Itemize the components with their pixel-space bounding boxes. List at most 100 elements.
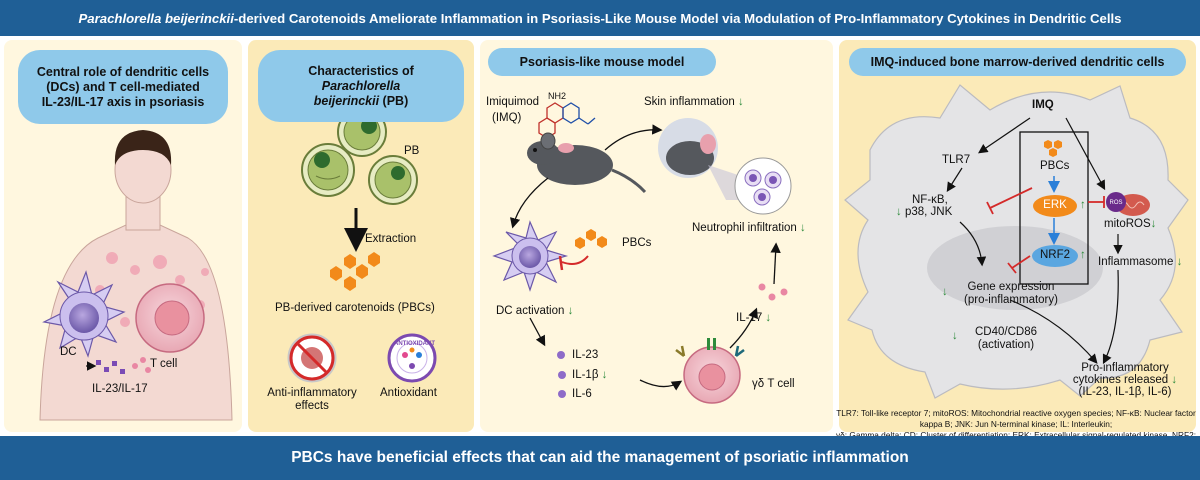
bmdc-cell-outline xyxy=(844,84,1189,399)
arrow-il17-to-neutrophil xyxy=(770,242,781,285)
inflammasome-down-arrow-icon: ↓ xyxy=(1176,256,1183,268)
released-line1: Pro-inflammatory xyxy=(1081,362,1169,374)
imiquimod-label: Imiquimod xyxy=(486,96,540,108)
gene-expression-text: Gene expression xyxy=(967,281,1055,293)
erk-node xyxy=(1033,195,1077,217)
antioxidant-label: Antioxidant xyxy=(380,387,437,399)
cytokine-dots-p3 xyxy=(557,351,566,398)
erk-up-arrow-icon: ↑ xyxy=(1080,199,1086,211)
il1b-label: IL-1β ↓ xyxy=(572,369,607,382)
gene-expression-label: Gene expression (pro-inflammatory) xyxy=(955,281,1067,307)
pro-inflammatory-text: (pro-inflammatory) xyxy=(964,294,1058,306)
imq-label-p4: IMQ xyxy=(1032,99,1054,111)
il17-label: IL-17 ↓ xyxy=(736,312,771,325)
nfkb-down-arrow-icon: ↓ xyxy=(896,206,905,218)
panel1-heading-line3: IL-23/IL-17 axis in psoriasis xyxy=(41,94,205,109)
cd40-text: CD40/CD86 xyxy=(975,326,1037,338)
extraction-label: Extraction xyxy=(365,233,417,245)
anti-inflammatory-line1: Anti-inflammatory xyxy=(267,387,357,399)
algae-cells xyxy=(301,107,418,205)
panel1-heading-line1: Central role of dendritic cells xyxy=(36,64,210,79)
released-line3: (IL-23, IL-1β, IL-6) xyxy=(1078,386,1172,398)
neutrophil-circle xyxy=(734,157,792,215)
antioxidant-badge xyxy=(387,333,437,383)
il17-text: IL-17 xyxy=(736,312,763,324)
mitoros-text: mitoROS xyxy=(1104,218,1151,230)
inflammasome-label: Inflammasome ↓ xyxy=(1098,256,1182,269)
ros-label: ROS xyxy=(1109,200,1123,206)
il23-label: IL-23 xyxy=(572,349,599,361)
dendritic-cell-p3 xyxy=(492,220,569,292)
released-down-arrow-icon: ↓ xyxy=(1171,374,1178,386)
carotenoid-hexagons-p4 xyxy=(1044,140,1062,157)
panel2-heading-species: Parachlorella xyxy=(321,78,401,93)
panel2-heading-abbr: (PB) xyxy=(379,93,409,108)
cd40-label: CD40/CD86 (activation) xyxy=(964,326,1048,352)
abbreviation-line1: TLR7: Toll-like receptor 7; mitoROS: Mit… xyxy=(836,408,1196,429)
anti-inflammatory-label: Anti-inflammatory effects xyxy=(266,387,358,413)
neutrophil-label: Neutrophil infiltration ↓ xyxy=(692,222,806,235)
footer-text: PBCs have beneficial effects that can ai… xyxy=(291,449,909,466)
title-text: -derived Carotenoids Ameliorate Inflamma… xyxy=(233,10,1122,26)
cytokine-dots-p1 xyxy=(86,357,151,374)
il1b-text: IL-1β xyxy=(572,369,599,381)
pb-label: PB xyxy=(404,145,420,157)
title-banner: Parachlorella beijerinckii-derived Carot… xyxy=(0,0,1200,36)
panel4-heading: IMQ-induced bone marrow-derived dendriti… xyxy=(849,48,1186,76)
panel2-heading: Characteristics of Parachlorella beijeri… xyxy=(258,50,464,122)
dc-activation-label: DC activation ↓ xyxy=(496,305,573,318)
nrf2-up-arrow-icon: ↑ xyxy=(1080,249,1086,261)
neutrophil-text: Neutrophil infiltration xyxy=(692,222,797,234)
antioxidant-badge-text: ANTIOXIDANT xyxy=(394,341,435,347)
ros-mitochondria xyxy=(1106,192,1150,216)
panel3-heading: Psoriasis-like mouse model xyxy=(488,48,716,76)
nfkb-text: NF-κB, xyxy=(912,194,948,206)
erk-label: ERK xyxy=(1043,199,1067,211)
il6-label: IL-6 xyxy=(572,388,592,400)
algae-cell-right xyxy=(368,155,418,205)
dc-down-arrow-icon: ↓ xyxy=(567,305,574,317)
panel-mouse-model xyxy=(480,40,833,432)
pbcs-label-p4: PBCs xyxy=(1040,160,1070,172)
pbcs-label-p3: PBCs xyxy=(622,237,652,249)
cd40-down-arrow-icon: ↓ xyxy=(952,330,958,342)
activation-text: (activation) xyxy=(977,339,1035,351)
imq-label: (IMQ) xyxy=(492,112,522,124)
gene-down-arrow-icon: ↓ xyxy=(942,286,948,298)
pbcs-inhibit-dc xyxy=(561,255,589,265)
anti-inflammatory-icon xyxy=(287,333,337,383)
dc-label-p1: DC xyxy=(60,346,77,358)
footer-banner: PBCs have beneficial effects that can ai… xyxy=(0,436,1200,480)
nh2-label: NH2 xyxy=(548,91,567,101)
dc-activation-text: DC activation xyxy=(496,305,565,317)
il1b-down-arrow-icon: ↓ xyxy=(601,369,608,381)
nfkb-label: NF-κB, ↓ p38, JNK xyxy=(896,194,952,218)
released-line2: cytokines released xyxy=(1072,374,1169,386)
tcell-label-p1: T cell xyxy=(150,358,178,370)
il17-down-arrow-icon: ↓ xyxy=(765,312,772,324)
mitoros-down-arrow-icon: ↓ xyxy=(1150,218,1157,230)
panel2-heading-line1: Characteristics of xyxy=(308,63,414,78)
skin-inflammation-label: Skin inflammation ↓ xyxy=(644,96,744,109)
pathway-arrows xyxy=(946,117,1123,365)
title-species: Parachlorella beijerinckii xyxy=(78,10,234,26)
arrow-mouse-to-dc xyxy=(510,177,549,229)
il23-il17-label: IL-23/IL-17 xyxy=(92,383,148,395)
pbcs-box xyxy=(1019,131,1089,285)
anti-inflammatory-line2: effects xyxy=(295,400,329,412)
nrf2-node xyxy=(1032,245,1078,267)
algae-cell-left xyxy=(301,143,355,197)
panel1-heading: Central role of dendritic cells (DCs) an… xyxy=(18,50,228,124)
arrow-mouse-to-skin xyxy=(604,124,663,151)
released-label: Pro-inflammatory cytokines released ↓ (I… xyxy=(1064,362,1186,398)
arrow-cytokines-to-tcell xyxy=(639,379,683,391)
carotenoid-hexagons-p3 xyxy=(575,229,607,249)
person-back-illustration xyxy=(39,130,233,421)
inhibit-lines xyxy=(986,187,1105,274)
mouse-illustration xyxy=(527,132,647,194)
arrow-tcell-to-il17 xyxy=(729,307,758,349)
dendritic-cell-p1 xyxy=(42,270,126,358)
il17-dots xyxy=(758,283,788,301)
